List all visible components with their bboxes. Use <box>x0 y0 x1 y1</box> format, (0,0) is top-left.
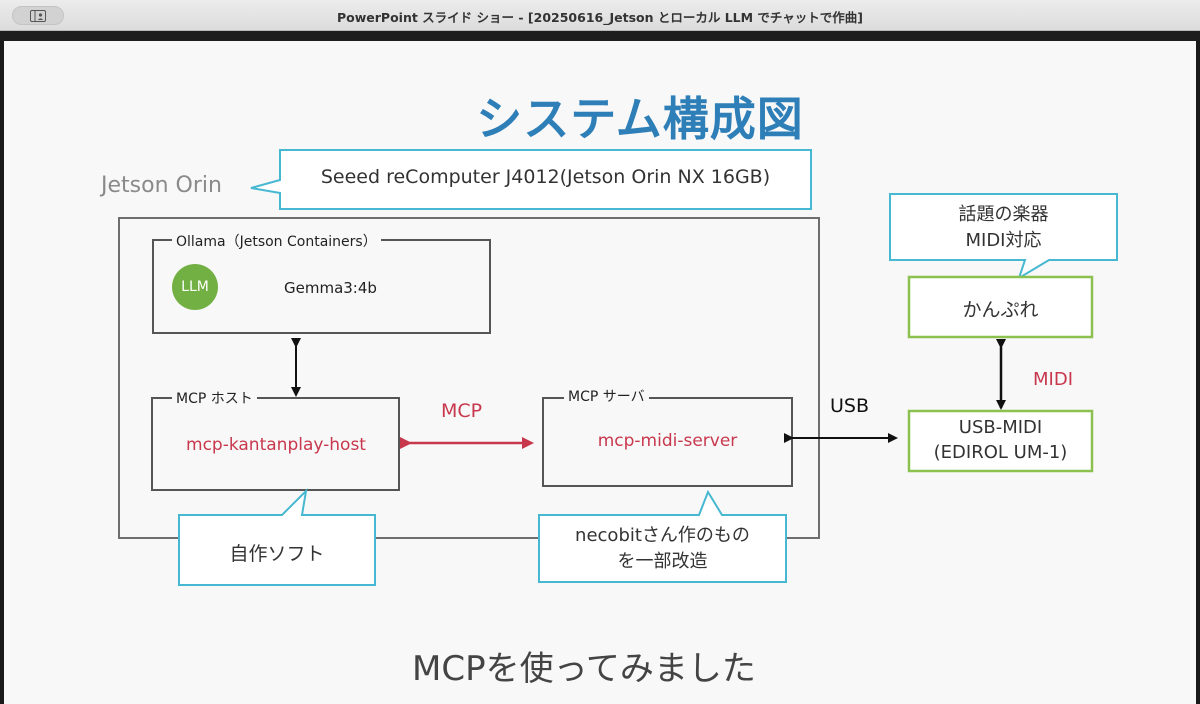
self-made-callout-shape <box>178 488 376 586</box>
slide-title: システム構成図 <box>476 92 804 146</box>
usb-midi-line2: (EDIROL UM-1) <box>933 442 1068 463</box>
hardware-callout-text: Seeed reComputer J4012(Jetson Orin NX 16… <box>320 166 771 188</box>
window-toolbar-band <box>0 31 1200 41</box>
modified-callout-line1: necobitさん作のもの <box>575 525 750 546</box>
usb-midi-line1: USB-MIDI <box>958 417 1043 438</box>
usb-midi-text: USB-MIDI (EDIROL UM-1) <box>909 415 1092 465</box>
mcp-server-label: MCP サーバ <box>564 386 649 406</box>
window-titlebar: PowerPoint スライド ショー - [20250616_Jetson と… <box>0 0 1200 31</box>
mcp-host-label: MCP ホスト <box>172 388 257 408</box>
sidebar-icon <box>30 10 46 22</box>
llm-badge: LLM <box>172 264 218 310</box>
instrument-name: かんぷれ <box>962 299 1039 321</box>
self-made-callout-text: 自作ソフト <box>229 543 325 565</box>
model-name: Gemma3:4b <box>284 279 377 297</box>
usb-link-label: USB <box>830 395 870 417</box>
diagram-lines <box>118 149 1118 586</box>
modified-callout-text: necobitさん作のもの を一部改造 <box>539 523 786 575</box>
ollama-label: Ollama（Jetson Containers） <box>172 231 381 251</box>
slide-subtitle: MCPを使ってみました <box>412 649 756 689</box>
sidebar-toggle-button[interactable] <box>12 6 64 25</box>
instrument-callout-text: 話題の楽器 MIDI対応 <box>890 202 1117 254</box>
modified-callout-shape <box>538 489 787 583</box>
modified-callout-line2: を一部改造 <box>617 551 708 572</box>
kanpure-frame <box>907 275 1094 339</box>
slide-canvas: システム構成図 Jetson Orin Seeed reComputer J40… <box>4 41 1196 704</box>
instrument-callout-line2: MIDI対応 <box>965 230 1042 251</box>
instrument-callout-shape <box>889 193 1118 281</box>
instrument-callout-line1: 話題の楽器 <box>958 204 1049 225</box>
usb-midi-frame <box>907 409 1094 473</box>
window-title: PowerPoint スライド ショー - [20250616_Jetson と… <box>336 10 864 25</box>
mcp-host-name: mcp-kantanplay-host <box>186 435 366 455</box>
hardware-callout-shape <box>250 149 812 210</box>
jetson-frame <box>118 217 820 539</box>
mcp-host-frame <box>151 397 400 491</box>
mcp-server-name: mcp-midi-server <box>597 431 738 451</box>
midi-link-label: MIDI <box>1033 369 1074 390</box>
jetson-label: Jetson Orin <box>101 173 222 198</box>
mcp-link-label: MCP <box>441 400 483 422</box>
